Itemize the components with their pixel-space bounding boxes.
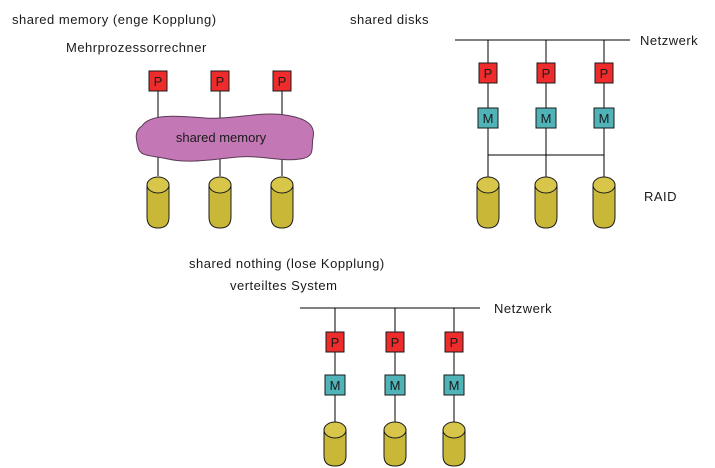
processor-label: P <box>391 335 400 350</box>
sd-disk-2 <box>534 176 558 229</box>
processor-label: P <box>600 66 609 81</box>
sn-node-2: P M <box>384 331 406 396</box>
processor-box <box>148 70 168 92</box>
processor-label: P <box>154 74 163 89</box>
processor-box <box>210 70 230 92</box>
disk-top <box>146 176 170 194</box>
processor-label: P <box>484 66 493 81</box>
disk-cylinder <box>534 184 558 229</box>
processor-box <box>385 331 405 353</box>
processor-label: P <box>542 66 551 81</box>
memory-box <box>477 107 499 129</box>
memory-box <box>443 374 465 396</box>
shared-memory-subtitle: Mehrprozessorrechner <box>66 40 207 55</box>
sd-disk-1 <box>476 176 500 229</box>
sm-disk-3 <box>270 176 294 229</box>
disk-top <box>534 176 558 194</box>
sd-node-2: P M <box>535 62 557 129</box>
sn-disk-2 <box>383 421 407 467</box>
disk-cylinder <box>208 184 232 229</box>
shared-disks-title: shared disks <box>350 12 429 27</box>
sd-disk-3 <box>592 176 616 229</box>
processor-label: P <box>450 335 459 350</box>
disk-cylinder <box>442 429 466 467</box>
sn-disk-3 <box>442 421 466 467</box>
disk-top <box>442 421 466 439</box>
shared-memory-blob <box>135 113 314 162</box>
memory-box <box>324 374 346 396</box>
disk-top <box>476 176 500 194</box>
memory-box <box>384 374 406 396</box>
disk-cylinder <box>270 184 294 229</box>
sm-disk-1 <box>146 176 170 229</box>
processor-label: P <box>216 74 225 89</box>
memory-label: M <box>330 378 341 393</box>
disk-cylinder <box>476 184 500 229</box>
memory-label: M <box>483 111 494 126</box>
shared-nothing-subtitle: verteiltes System <box>230 278 337 293</box>
sd-node-1: P M <box>477 62 499 129</box>
processor-box <box>444 331 464 353</box>
memory-box <box>593 107 615 129</box>
memory-box <box>535 107 557 129</box>
disk-cylinder <box>323 429 347 467</box>
memory-label: M <box>449 378 460 393</box>
disk-cylinder <box>592 184 616 229</box>
sm-processor-2: P <box>210 70 230 92</box>
sm-processor-3: P <box>272 70 292 92</box>
raid-label: RAID <box>644 189 677 204</box>
disk-cylinder <box>146 184 170 229</box>
shared-nothing-section: shared nothing (lose Kopplung) verteilte… <box>189 256 552 467</box>
processor-box <box>594 62 614 84</box>
disk-top <box>323 421 347 439</box>
disk-top <box>592 176 616 194</box>
sm-processor-1: P <box>148 70 168 92</box>
memory-label: M <box>541 111 552 126</box>
sn-disk-1 <box>323 421 347 467</box>
processor-label: P <box>278 74 287 89</box>
sn-node-3: P M <box>443 331 465 396</box>
sd-network-label: Netzwerk <box>640 33 698 48</box>
processor-box <box>536 62 556 84</box>
memory-label: M <box>390 378 401 393</box>
disk-top <box>208 176 232 194</box>
processor-box <box>272 70 292 92</box>
shared-disks-section: shared disks Netzwerk P M P M P M <box>350 12 698 229</box>
shared-memory-title: shared memory (enge Kopplung) <box>12 12 217 27</box>
shared-memory-section: shared memory (enge Kopplung) Mehrprozes… <box>12 12 314 229</box>
processor-label: P <box>331 335 340 350</box>
processor-box <box>325 331 345 353</box>
sn-network-label: Netzwerk <box>494 301 552 316</box>
sn-node-1: P M <box>324 331 346 396</box>
sd-node-3: P M <box>593 62 615 129</box>
disk-top <box>383 421 407 439</box>
memory-label: M <box>599 111 610 126</box>
shared-nothing-title: shared nothing (lose Kopplung) <box>189 256 385 271</box>
shared-memory-label: shared memory <box>176 130 267 145</box>
disk-cylinder <box>383 429 407 467</box>
sm-disk-2 <box>208 176 232 229</box>
disk-top <box>270 176 294 194</box>
processor-box <box>478 62 498 84</box>
